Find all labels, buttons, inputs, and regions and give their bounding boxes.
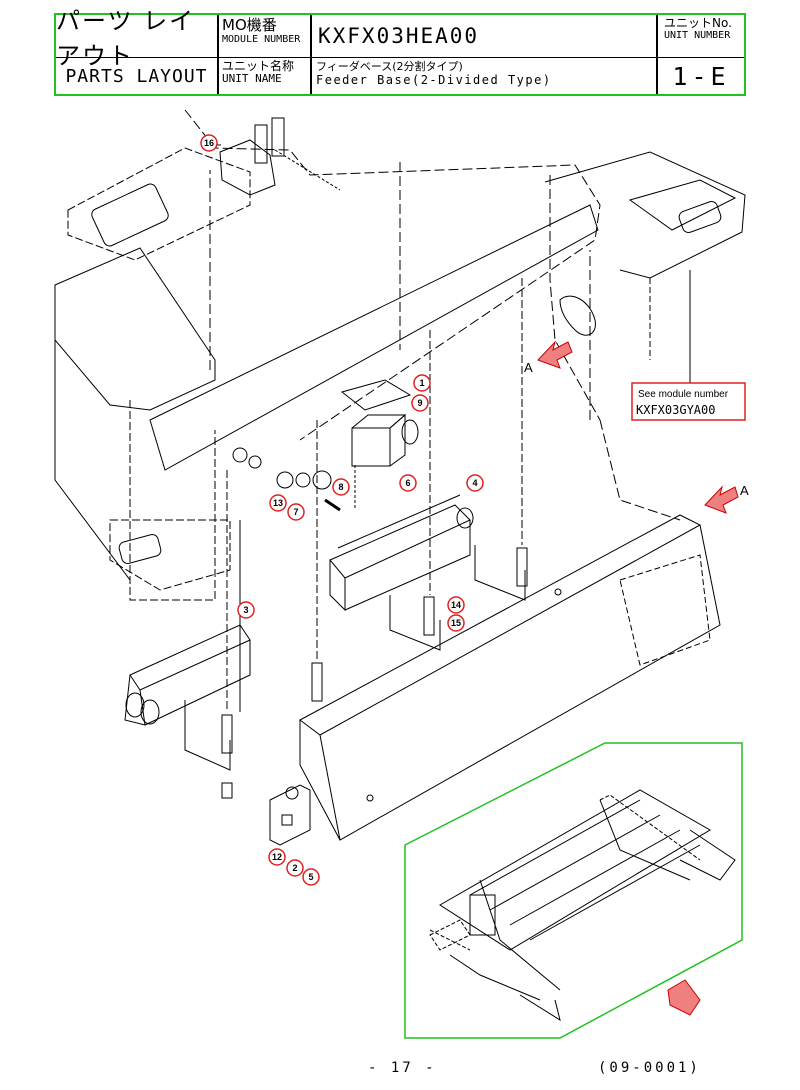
callout-16: 16 xyxy=(204,138,214,148)
unit-name-label-en: UNIT NAME xyxy=(222,72,282,85)
callout-3: 3 xyxy=(243,605,248,615)
unit-label-en: UNIT NUMBER xyxy=(664,30,731,41)
callout-4: 4 xyxy=(472,478,477,488)
mo-label-en: MODULE NUMBER xyxy=(222,34,301,45)
front-rail xyxy=(299,514,721,841)
unit-number-cell: 1-E xyxy=(657,58,744,94)
unit-label-jp: ユニットNo. xyxy=(664,16,732,30)
callout-7-circle xyxy=(287,503,305,521)
callout-15-circle xyxy=(447,614,465,632)
callout-14-circle xyxy=(447,596,465,614)
parts-layout-header: パーツ レイアウト PARTS LAYOUT MO機番 MODULE NUMBE… xyxy=(54,7,746,96)
callout-1: 1 xyxy=(419,378,424,388)
callout-12: 12 xyxy=(272,852,282,862)
callout-9-circle xyxy=(411,394,429,412)
leader-lines xyxy=(210,144,691,385)
mount-block-16 xyxy=(219,117,341,196)
callout-6: 6 xyxy=(405,478,410,488)
document-code: (09-0001) xyxy=(598,1060,701,1076)
view-arrow-a xyxy=(537,340,739,514)
rear-feeder-manifold xyxy=(329,494,526,651)
unit-label-cell: ユニットNo. UNIT NUMBER xyxy=(657,15,744,58)
callout-4-circle xyxy=(466,474,484,492)
bracket-12 xyxy=(269,784,311,846)
title-jp-cell: パーツ レイアウト xyxy=(56,7,218,70)
unit-name-label-jp: ユニット名称 xyxy=(222,59,295,73)
page-number: - 17 - xyxy=(368,1060,437,1076)
see-module-box xyxy=(631,382,746,421)
title-jp: パーツ レイアウト xyxy=(56,7,196,70)
view-marker-a: A xyxy=(524,360,533,375)
callout-13: 13 xyxy=(273,498,283,508)
callout-13-circle xyxy=(269,494,287,512)
callout-8-circle xyxy=(332,478,350,496)
unit-name-en: Feeder Base(2-Divided Type) xyxy=(316,73,552,87)
valve-block-assembly xyxy=(340,379,419,510)
view-marker-a2: A xyxy=(740,483,749,498)
callouts xyxy=(200,134,484,886)
see-module-label: See module number xyxy=(638,389,729,400)
mo-label-cell: MO機番 MODULE NUMBER xyxy=(218,15,311,58)
callout-2: 2 xyxy=(292,863,297,873)
title-en-cell: PARTS LAYOUT xyxy=(56,58,218,94)
mo-label-jp: MO機番 xyxy=(222,16,277,34)
module-number-cell: KXFX03HEA00 xyxy=(311,15,657,58)
callout-8: 8 xyxy=(338,482,343,492)
callout-5-circle xyxy=(302,868,320,886)
unit-name-label-cell: ユニット名称 UNIT NAME xyxy=(218,58,311,94)
module-number: KXFX03HEA00 xyxy=(318,24,480,48)
callout-12-circle xyxy=(268,848,286,866)
callout-16-circle xyxy=(200,134,218,152)
callout-15: 15 xyxy=(451,618,461,628)
callout-1-circle xyxy=(413,374,431,392)
callout-5: 5 xyxy=(308,872,313,882)
see-module-number: KXFX03GYA00 xyxy=(636,403,715,417)
callout-6-circle xyxy=(399,474,417,492)
unit-name-cell: フィーダベース(2分割タイプ) Feeder Base(2-Divided Ty… xyxy=(311,58,657,94)
callout-9: 9 xyxy=(417,398,422,408)
left-feeder-manifold xyxy=(124,624,251,771)
main-frame xyxy=(149,109,681,521)
callout-7: 7 xyxy=(293,507,298,517)
callout-14: 14 xyxy=(451,600,461,610)
top-left-base-plate xyxy=(54,147,251,601)
inset-detail-view xyxy=(404,742,743,1039)
inset-view-arrow xyxy=(667,979,701,1016)
top-right-base-plate xyxy=(544,151,746,360)
title-en: PARTS LAYOUT xyxy=(65,65,208,87)
unit-number: 1-E xyxy=(672,61,730,91)
fittings xyxy=(232,447,341,512)
support-posts xyxy=(221,278,528,799)
callout-3-circle xyxy=(237,601,255,619)
callout-2-circle xyxy=(286,859,304,877)
unit-name-jp: フィーダベース(2分割タイプ) xyxy=(316,60,463,73)
